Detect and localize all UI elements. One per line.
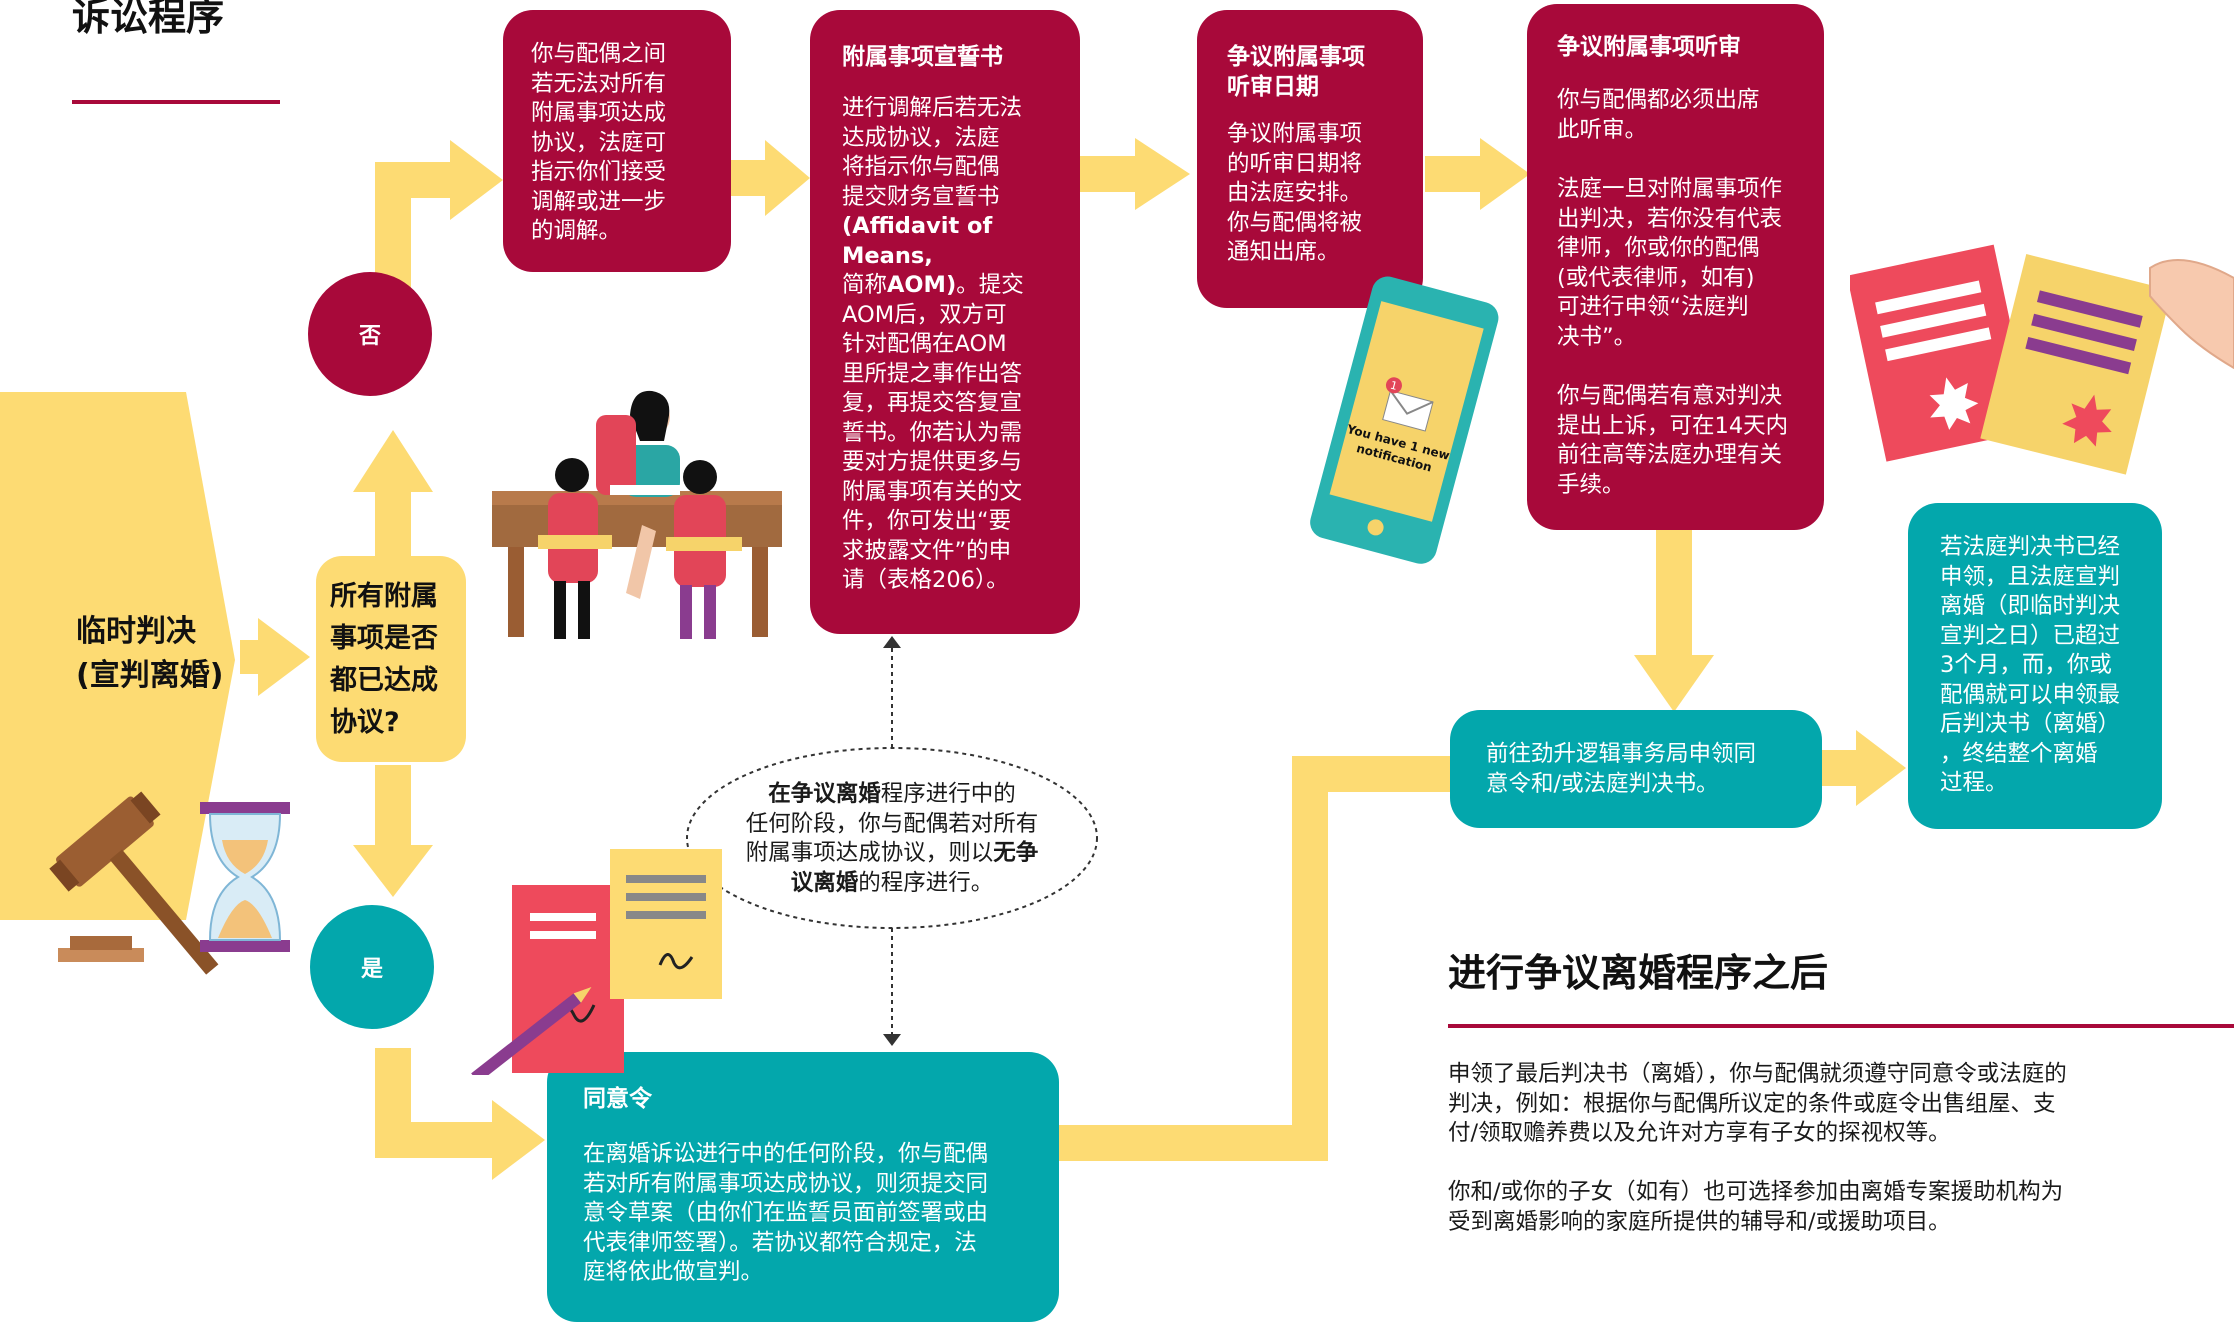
interim-judgment-line1: 临时判决 [76, 614, 196, 649]
affidavit-p3b: AOM) [887, 272, 957, 298]
note-bold-2: 无争 议离婚 [790, 840, 1039, 896]
hearing-date-title: 争议附属事项 听审日期 [1227, 44, 1365, 100]
no-circle: 否 [308, 272, 432, 396]
mediation-box: 你与配偶之间 若无法对所有 附属事项达成 协议，法庭可 指示你们接受 调解或进一… [503, 10, 731, 272]
after-section-p1: 申领了最后判决书（离婚），你与配偶就须遵守同意令或法庭的 判决，例如：根据你与配… [1448, 1061, 2067, 1146]
affidavit-p3a: 简称 [842, 272, 888, 298]
final-judgment-box: 若法庭判决书已经 申领，且法庭宣判 离婚（即临时判决 宣判之日）已超过 3个月，… [1908, 503, 2162, 829]
hearing-p3: 你与配偶若有意对判决 提出上诉，可在14天内 前往高等法庭办理有关 手续。 [1557, 383, 1789, 498]
affidavit-p1: 进行调解后若无法 达成协议，法庭 将指示你与配偶 提交财务宣誓书 [842, 95, 1023, 210]
phone-badge: 1 [1389, 379, 1399, 393]
phone-notification-icon: 1 You have 1 new notification [1310, 276, 1499, 564]
after-section-title: 进行争议离婚程序之后 [1448, 951, 1829, 995]
question-text: 所有附属 事项是否 都已达成 协议? [330, 581, 438, 738]
hearing-p1: 你与配偶都必须出席 此听审。 [1557, 87, 1760, 143]
affidavit-p4: 。提交 AOM后，双方可 针对配偶在AOM 里所提之事作出答 复，再提交答复宣 … [842, 272, 1024, 593]
note-text-2: 的程序进行。 [858, 869, 994, 896]
interim-judgment-shape [0, 392, 235, 920]
affidavit-text: 进行调解后若无法 达成协议，法庭 将指示你与配偶 提交财务宣誓书 (Affida… [842, 94, 1062, 596]
hearing-date-text: 争议附属事项 的听审日期将 由法庭安排。 你与配偶将被 通知出席。 [1227, 121, 1363, 265]
note-bubble-text: 在争议离婚程序进行中的 任何阶段，你与配偶若对所有 附属事项达成协议，则以无争 … [712, 780, 1072, 898]
consent-order-title: 同意令 [583, 1086, 652, 1112]
yes-circle: 是 [310, 905, 434, 1029]
decree-documents-icon [1850, 244, 2234, 475]
interim-judgment-label: 临时判决 (宣判离婚) [76, 610, 223, 698]
consent-order-text: 在离婚诉讼进行中的任何阶段，你与配偶 若对所有附属事项达成协议，则须提交同 意令… [583, 1141, 989, 1285]
hearing-title: 争议附属事项听审 [1557, 34, 1741, 60]
mediation-meeting-icon [492, 390, 782, 639]
apply-text: 前往劲升逻辑事务局申领同 意令和/或法庭判决书。 [1486, 741, 1757, 797]
affidavit-box: 附属事项宣誓书 进行调解后若无法 达成协议，法庭 将指示你与配偶 提交财务宣誓书… [810, 10, 1080, 634]
affidavit-p2: (Affidavit of Means, [842, 213, 993, 269]
interim-judgment-line2: (宣判离婚) [76, 658, 224, 693]
question-box: 所有附属 事项是否 都已达成 协议? [316, 556, 466, 762]
apply-box: 前往劲升逻辑事务局申领同 意令和/或法庭判决书。 [1450, 710, 1822, 828]
final-judgment-text: 若法庭判决书已经 申领，且法庭宣判 离婚（即临时判决 宣判之日）已超过 3个月，… [1940, 534, 2121, 796]
note-text-1: 程序进行中的 任何阶段，你与配偶若对所有 附属事项达成协议，则以 [745, 781, 1039, 866]
note-bold-1: 在争议离婚 [768, 781, 881, 807]
after-section-p2: 你和/或你的子女（如有）也可选择参加由离婚专案援助机构为 受到离婚影响的家庭所提… [1448, 1179, 2064, 1235]
hearing-p2: 法庭一旦对附属事项作 出判决，若你没有代表 律师，你或你的配偶 (或代表律师，如… [1557, 176, 1783, 350]
hearing-box: 争议附属事项听审 你与配偶都必须出席 此听审。 法庭一旦对附属事项作 出判决，若… [1527, 4, 1824, 530]
note-bubble-outline [686, 747, 1098, 929]
hearing-date-box: 争议附属事项 听审日期 争议附属事项 的听审日期将 由法庭安排。 你与配偶将被 … [1197, 10, 1423, 308]
consent-order-box: 同意令 在离婚诉讼进行中的任何阶段，你与配偶 若对所有附属事项达成协议，则须提交… [547, 1052, 1059, 1322]
page-title: 诉讼程序 [72, 0, 225, 39]
mediation-text: 你与配偶之间 若无法对所有 附属事项达成 协议，法庭可 指示你们接受 调解或进一… [531, 41, 667, 244]
signed-documents-icon [471, 849, 722, 1075]
affidavit-title: 附属事项宣誓书 [842, 44, 1003, 70]
gavel-hourglass-icon [49, 791, 290, 975]
